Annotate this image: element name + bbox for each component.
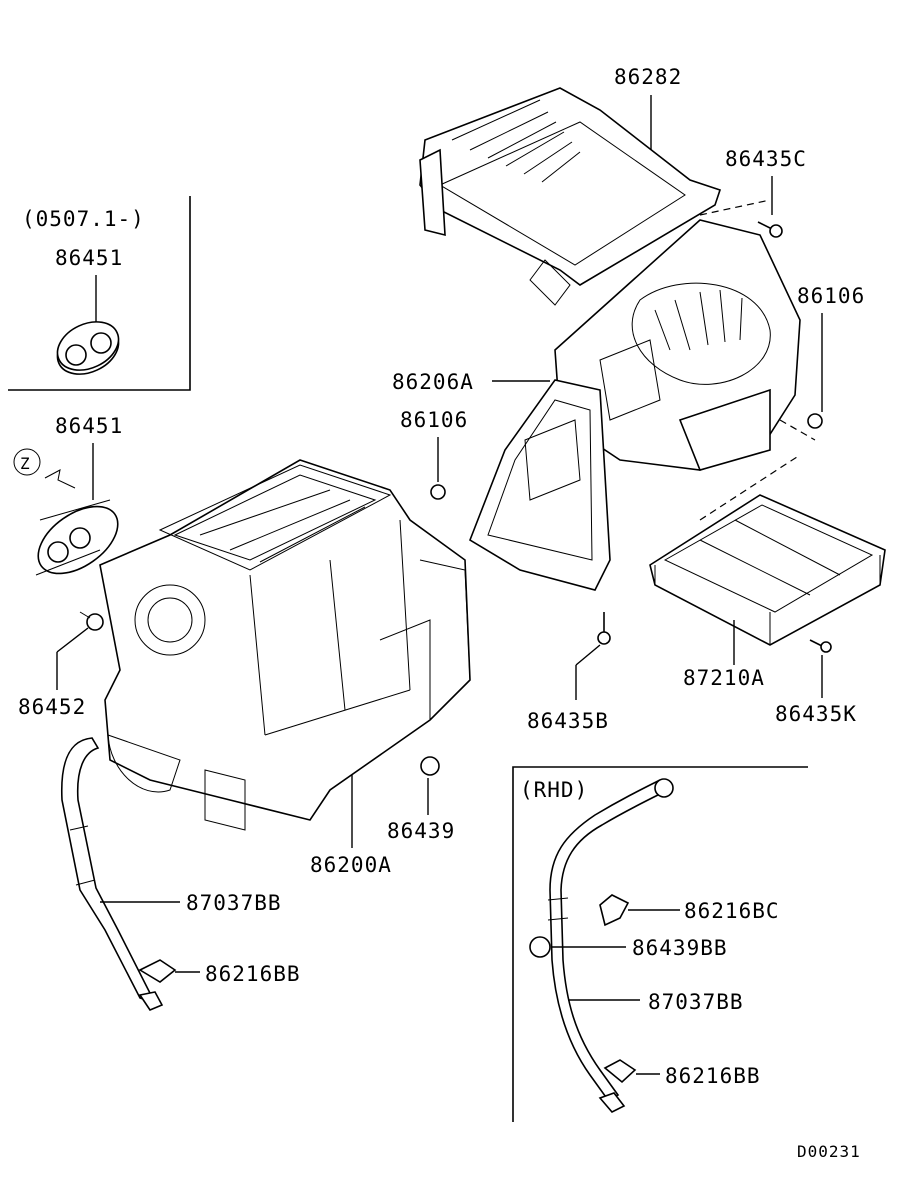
- clip-86216BB-rhd: [603, 1059, 637, 1084]
- inset-frame-rhd: [512, 766, 808, 1122]
- screw-86435B: [597, 612, 611, 645]
- clip-86106-right: [807, 413, 823, 429]
- rhd-note: (RHD): [520, 778, 588, 802]
- inset-frame-date: [8, 196, 191, 391]
- nut-86452: [79, 611, 104, 631]
- heater-unit-86200A: [99, 459, 471, 831]
- air-filter-87210A: [649, 494, 886, 646]
- screw-86435C: [757, 221, 783, 238]
- view-z-marker: [13, 448, 76, 489]
- part-label-86435K: 86435K: [775, 702, 857, 726]
- part-label-87037BB-rhd: 87037BB: [648, 990, 744, 1014]
- clip-86216BC: [599, 894, 630, 927]
- intake-duct: [469, 379, 611, 591]
- diagram-code: D00231: [797, 1142, 861, 1161]
- screw-86435K: [809, 639, 832, 653]
- part-label-86451-inset: 86451: [55, 246, 123, 270]
- part-label-86439BB: 86439BB: [632, 936, 728, 960]
- drain-hose-87037BB-rhd: [547, 778, 674, 1113]
- part-label-87037BB-left: 87037BB: [186, 891, 282, 915]
- grommet-86451-main: [35, 499, 119, 576]
- part-label-86435B: 86435B: [527, 709, 609, 733]
- blower-case-lower-86206A: [554, 219, 801, 471]
- part-label-86206A: 86206A: [392, 370, 474, 394]
- part-label-87210A: 87210A: [683, 666, 765, 690]
- grommet-86439: [420, 756, 440, 776]
- grommet-86439BB: [529, 936, 551, 958]
- part-label-86452: 86452: [18, 695, 86, 719]
- part-label-86200A: 86200A: [310, 853, 392, 877]
- part-label-86451-main: 86451: [55, 414, 123, 438]
- part-label-86106-right: 86106: [797, 284, 865, 308]
- part-label-86216BB-left: 86216BB: [205, 962, 301, 986]
- part-label-86216BC: 86216BC: [684, 899, 780, 923]
- part-label-86282: 86282: [614, 65, 682, 89]
- grommet-86451-inset: [56, 321, 120, 375]
- date-range-note: (0507.1-): [22, 207, 145, 231]
- drain-hose-87037BB-left: [60, 737, 164, 1011]
- part-label-86439: 86439: [387, 819, 455, 843]
- view-z-label: Z: [20, 454, 31, 473]
- part-label-86435C: 86435C: [725, 147, 807, 171]
- part-label-86216BB-rhd: 86216BB: [665, 1064, 761, 1088]
- blower-case-upper-86282: [419, 87, 722, 306]
- clip-86216BB-left: [138, 959, 177, 983]
- clip-86106-mid: [430, 484, 446, 500]
- part-label-86106-mid: 86106: [400, 408, 468, 432]
